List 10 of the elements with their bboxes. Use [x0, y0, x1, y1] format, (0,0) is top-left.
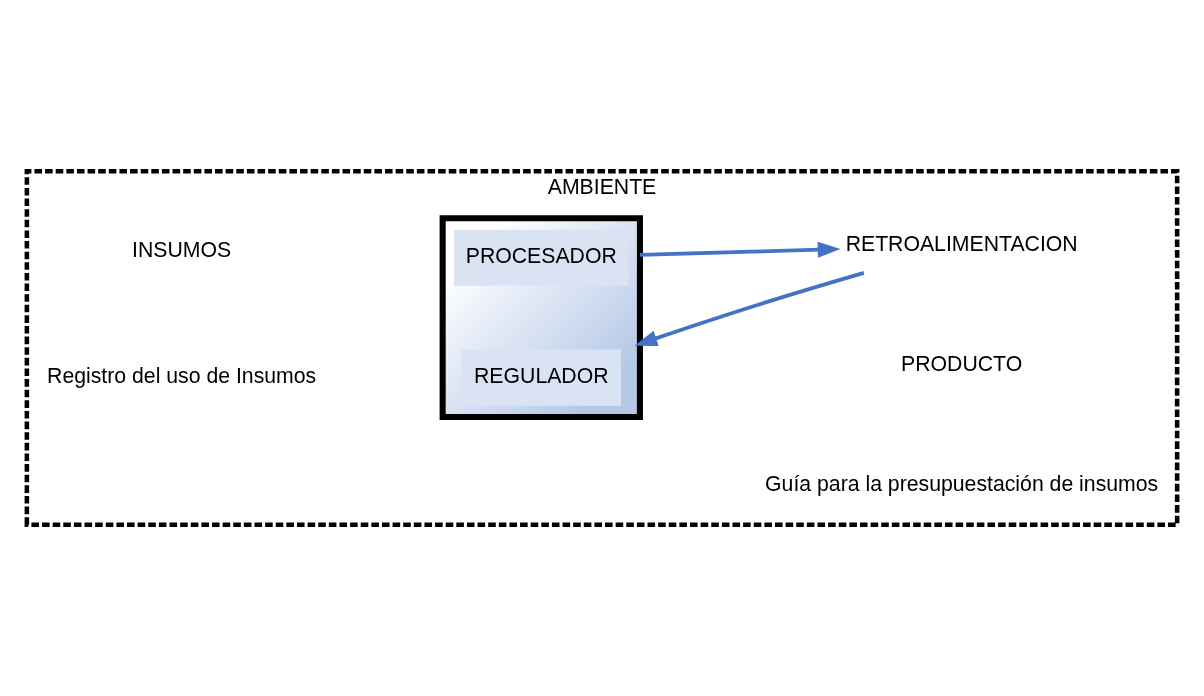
cluster: [439, 215, 643, 421]
label: Guía para la presupuestación de insumos: [765, 471, 1159, 496]
arrow: [639, 241, 841, 258]
node-box: REGULADOR: [461, 349, 621, 406]
node-box: PROCESADOR: [454, 229, 629, 286]
label: Registro del uso de Insumos: [47, 364, 317, 389]
label: PRODUCTO: [901, 352, 1023, 377]
label: INSUMOS: [132, 238, 232, 263]
node-text: RETROALIMENTACION: [845, 232, 1078, 257]
arrow: [634, 271, 865, 346]
